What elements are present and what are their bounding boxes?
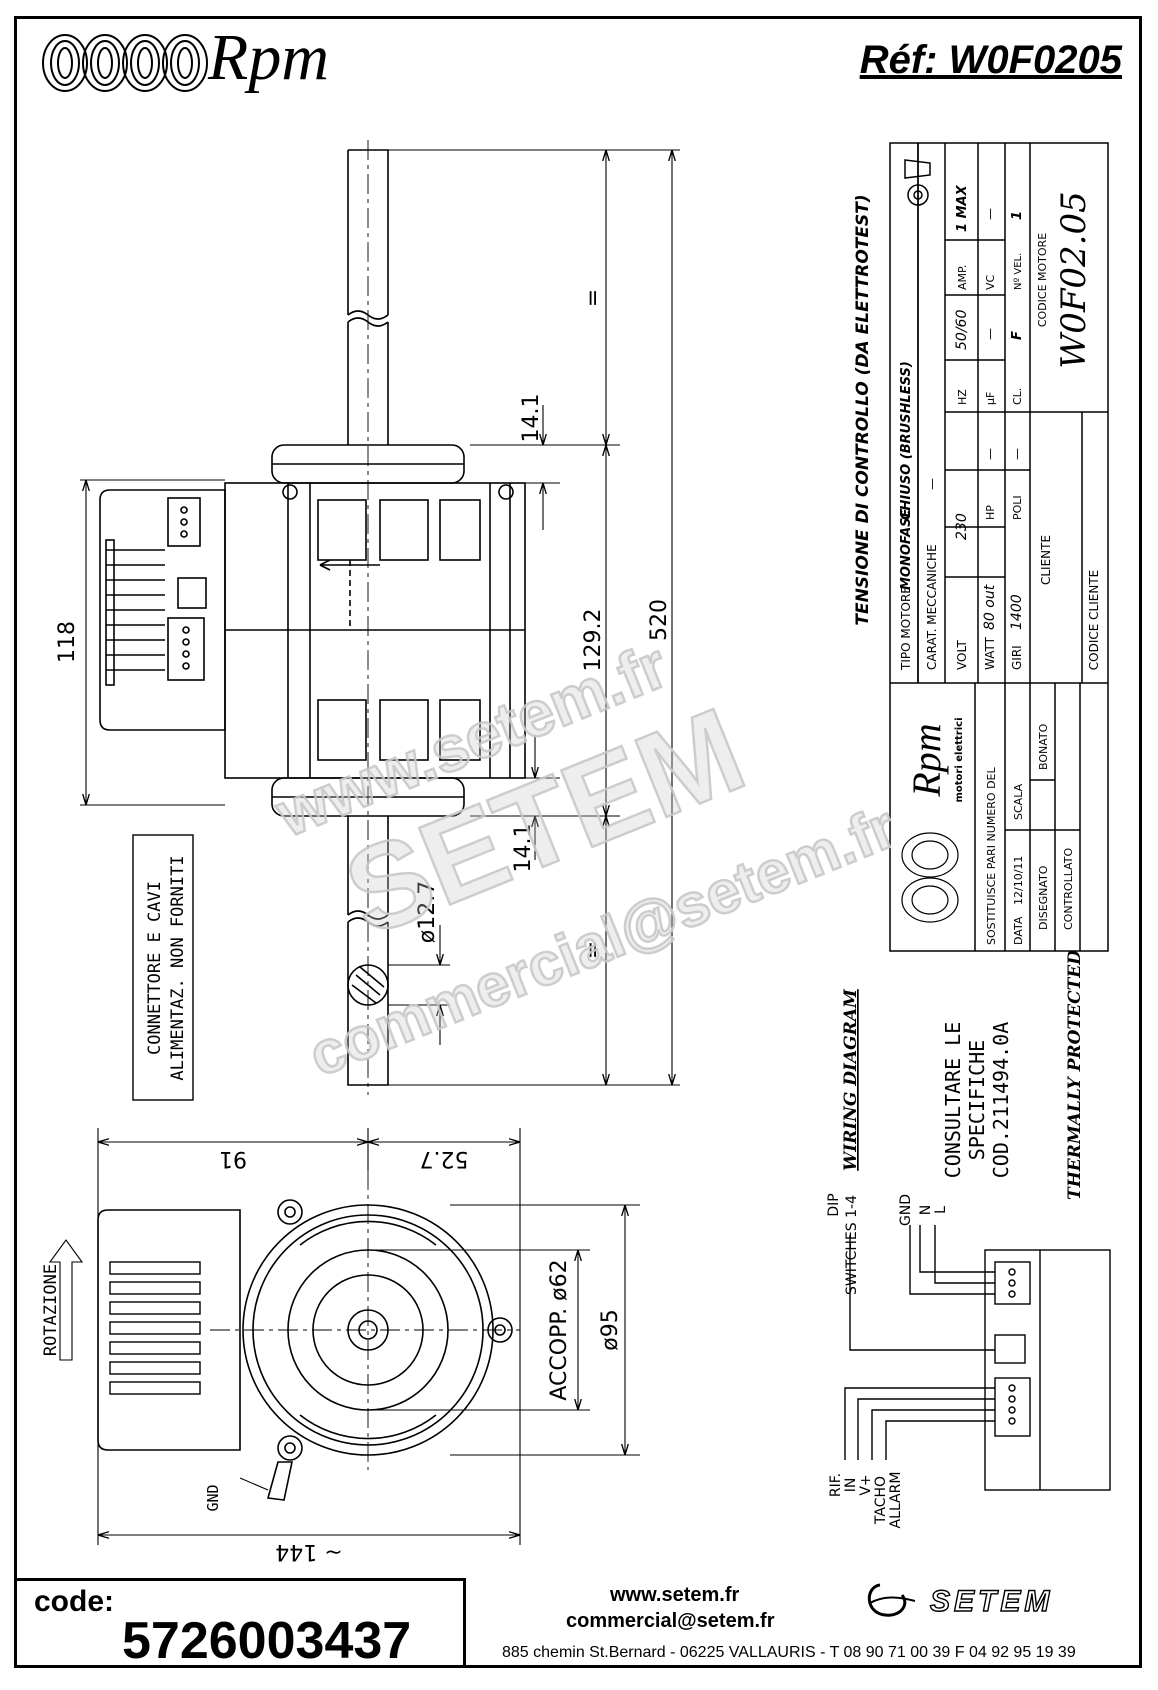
dim-52-7: 52.7 [420, 1146, 469, 1171]
motor-front-view [97, 1170, 520, 1501]
vc-label: VC [984, 274, 997, 290]
dim-520: 520 [647, 599, 672, 641]
connector-note-line2: ALIMENTAZ. NON FORNITI [168, 855, 188, 1080]
disegnato-label: DISEGNATO [1037, 865, 1050, 930]
code-box: code: 5726003437 [14, 1578, 466, 1670]
hp-label: HP [984, 505, 997, 520]
wiring-title: WIRING DIAGRAM [841, 988, 861, 1171]
rif-label: RIF. [828, 1473, 844, 1497]
dim-129: 129.2 [581, 609, 606, 672]
consult-line1: CONSULTARE LE [941, 1022, 965, 1179]
front-dimension-labels: 91 52.7 ~ 144 ø95 ACCOPP. ø62 ROTAZIONE … [41, 1146, 623, 1564]
chiuso-text: CHIUSO (BRUSHLESS) [899, 361, 914, 520]
dim-144: ~ 144 [275, 1539, 342, 1564]
brand-name: Rpm [208, 21, 329, 94]
poli-value: — [1010, 448, 1024, 460]
title-block-text: TENSIONE DI CONTROLLO (DA ELETTROTEST) T… [853, 184, 1101, 945]
watermark: www.setem.fr SETEM commercial@setem.fr [264, 627, 906, 1090]
drawing-frame [14, 16, 1142, 1668]
side-dimension-labels: 118 = = 129.2 520 14.1 14.1 ø12.7 [55, 289, 672, 959]
codice-motore-value: W0F02.05 [1054, 191, 1094, 369]
codice-cliente-label: CODICE CLIENTE [1087, 570, 1101, 670]
in-label: IN [843, 1478, 859, 1493]
codice-motore-label: CODICE MOTORE [1036, 233, 1049, 327]
title-block-sub: motori elettrici [954, 717, 965, 802]
footer-address: 885 chemin St.Bernard - 06225 VALLAURIS … [502, 1644, 1076, 1661]
giri-value: 1400 [1009, 594, 1025, 630]
sostituisce-label: SOSTITUISCE PARI NUMERO DEL [985, 767, 998, 945]
watt-label: WATT [983, 636, 997, 670]
gnd-label: GND [204, 1484, 222, 1511]
nvel-label: Nº VEL. [1013, 253, 1024, 290]
cliente-label: CLIENTE [1039, 535, 1053, 585]
rotation-label: ROTAZIONE [41, 1264, 61, 1356]
dim-coupling: ACCOPP. ø62 [547, 1259, 572, 1400]
dim-118: 118 [55, 621, 80, 663]
volt-value: 230 [954, 513, 970, 540]
title-block-brand: Rpm [904, 723, 949, 797]
footer-website[interactable]: www.setem.fr [610, 1584, 740, 1606]
test-title: TENSIONE DI CONTROLLO (DA ELETTROTEST) [853, 194, 873, 625]
code-label: code: [34, 1585, 115, 1618]
reference-number: Réf: W0F0205 [859, 38, 1122, 82]
connector-note: CONNETTORE E CAVI ALIMENTAZ. NON FORNITI [132, 834, 194, 1101]
gnd-wire-label: GND [898, 1194, 914, 1226]
allarm-label: ALLARM [888, 1472, 904, 1529]
code-value: 5726003437 [122, 1612, 412, 1670]
uf-value: — [983, 328, 997, 340]
uf-label: µF [984, 392, 997, 405]
vc-value: — [983, 208, 997, 220]
motor-side-view [99, 140, 526, 1095]
cl-label: CL. [1011, 388, 1024, 405]
amp-label: AMP. [956, 265, 969, 290]
volt-label: VOLT [955, 640, 969, 670]
tipo-value: MONOFASE [899, 508, 914, 590]
consult-line2: SPECIFICHE [965, 1040, 989, 1160]
vplus-label: V+ [858, 1474, 874, 1495]
wiring-diagram [844, 1225, 1111, 1491]
scala-label: SCALA [1012, 783, 1025, 820]
thermally-protected: THERMALLY PROTECTED [1065, 950, 1085, 1200]
giri-label: GIRI [1010, 645, 1024, 670]
dim-91: 91 [219, 1146, 247, 1171]
rpm-coil-logo [42, 34, 208, 92]
wiring-labels: DIP SWITCHES 1-4 GND N L RIF. IN V+ TACH… [826, 1193, 949, 1528]
nvel-value: 1 [1010, 211, 1025, 220]
setem-logo: SETEM [867, 1583, 1053, 1619]
side-dimensions [80, 149, 680, 1086]
n-wire-label: N [918, 1205, 934, 1215]
amp-value: 1 MAX [955, 184, 970, 232]
dim-14-upper: 14.1 [519, 394, 544, 443]
dim-shaft-top: = [581, 289, 606, 307]
dip-label: DIP [826, 1193, 842, 1216]
hz-value: 50/60 [954, 310, 970, 350]
switches-label: SWITCHES 1-4 [844, 1195, 860, 1295]
tipo-label: TIPO MOTORE [899, 586, 913, 671]
controllato-label: CONTROLLATO [1062, 848, 1075, 930]
l-wire-label: L [933, 1206, 949, 1214]
consult-line3: COD.211494.0A [989, 1022, 1013, 1179]
wiring-notes: WIRING DIAGRAM CONSULTARE LE SPECIFICHE … [841, 950, 1085, 1200]
dim-95: ø95 [598, 1309, 623, 1350]
title-block [889, 142, 1109, 952]
setem-brand: SETEM [930, 1585, 1053, 1618]
poli-label: POLI [1011, 495, 1024, 520]
data-label: DATA [1012, 916, 1025, 945]
dim-shaft-bottom: = [581, 941, 606, 959]
front-dimensions [48, 1128, 640, 1545]
watt-value: 80 out [982, 584, 998, 630]
data-value: 12/10/11 [1012, 856, 1025, 905]
hp-value: — [983, 448, 997, 460]
connector-note-line1: CONNETTORE E CAVI [145, 881, 165, 1055]
dim-14-lower: 14.1 [511, 824, 536, 873]
cl-value: F [1010, 331, 1025, 340]
disegnato-value: BONATO [1037, 723, 1050, 770]
carat-label: CARAT. MECCANICHE [925, 544, 939, 670]
tacho-label: TACHO [873, 1476, 889, 1525]
hz-label: HZ [956, 389, 969, 405]
carat-value: — [925, 478, 939, 490]
footer-email[interactable]: commercial@setem.fr [566, 1610, 775, 1632]
dim-shaft-dia: ø12.7 [415, 881, 440, 943]
